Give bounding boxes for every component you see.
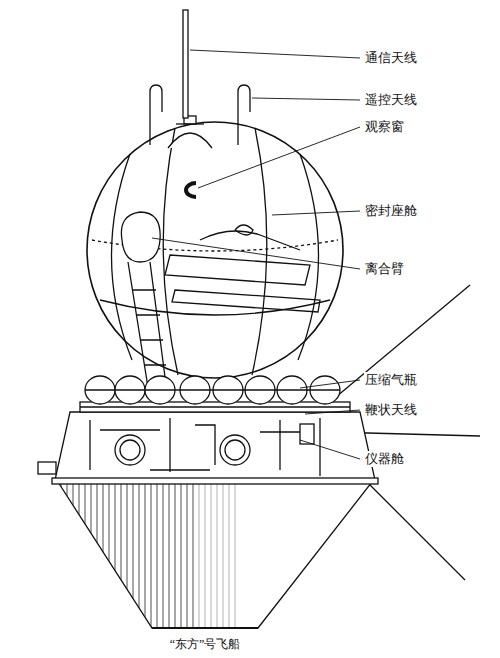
part-label: 遥控天线 <box>364 92 418 108</box>
service-platform <box>80 402 350 412</box>
instrument-compartment-part <box>90 418 320 476</box>
leader-line <box>152 50 360 459</box>
instrument-compartment <box>38 412 378 484</box>
cone-skirt-part <box>198 482 238 632</box>
leader-line-part <box>300 380 360 388</box>
release-arm-part <box>133 290 166 365</box>
gas-bottle <box>85 376 340 404</box>
remote-control-antenna <box>150 85 250 145</box>
instrument-compartment-part <box>225 440 245 460</box>
gas-bottle-part <box>85 389 340 390</box>
instrument-compartment-part <box>52 478 378 484</box>
leader-line-part <box>305 410 360 414</box>
release-arm-part <box>121 212 160 262</box>
part-label: 压缩气瓶 <box>364 372 418 388</box>
seat-part <box>172 290 320 312</box>
instrument-compartment-part <box>220 435 250 465</box>
sealed-cabin-part <box>298 154 319 360</box>
top-hatch-part <box>168 133 212 148</box>
cone-skirt-part <box>58 482 198 632</box>
part-label: 鞭状天线 <box>364 402 418 418</box>
service-platform-part <box>80 402 350 412</box>
seat-part <box>235 225 253 235</box>
part-label: 通信天线 <box>364 50 418 66</box>
seat <box>165 225 320 312</box>
leader-line-part <box>190 50 360 58</box>
figure-caption: “东方”号飞船 <box>170 636 241 652</box>
top-hatch <box>168 116 212 148</box>
instrument-compartment-part <box>115 435 145 465</box>
part-label: 观察窗 <box>364 119 405 135</box>
remote-control-antenna-part <box>238 85 250 145</box>
instrument-compartment-part <box>100 430 300 470</box>
sealed-cabin-part <box>87 122 343 378</box>
sealed-cabin-part <box>163 128 178 375</box>
part-label: 密封座舱 <box>364 203 418 219</box>
leader-line-part <box>300 440 360 459</box>
communication-antenna-part <box>183 10 188 118</box>
leader-line-part <box>252 98 360 100</box>
sealed-cabin <box>87 122 343 378</box>
remote-control-antenna-part <box>150 85 162 145</box>
leader-line-part <box>152 238 360 269</box>
part-label: 仪器舱 <box>364 451 405 467</box>
service-platform-part <box>80 406 350 407</box>
cone-skirt-part <box>152 627 258 629</box>
instrument-compartment-part <box>120 440 140 460</box>
seat-part <box>165 255 310 285</box>
leader-line-part <box>198 127 360 188</box>
release-arm <box>121 212 168 400</box>
whip-antenna-part <box>318 285 470 412</box>
communication-antenna <box>183 10 188 118</box>
cone-skirt <box>58 482 372 632</box>
instrument-compartment-part <box>38 462 56 474</box>
top-hatch-part <box>176 123 204 124</box>
part-label: 离合臂 <box>364 261 405 277</box>
instrument-compartment-part <box>55 412 375 480</box>
observation-window <box>186 183 196 197</box>
observation-window-part <box>186 183 196 197</box>
leader-line-part <box>272 211 360 215</box>
